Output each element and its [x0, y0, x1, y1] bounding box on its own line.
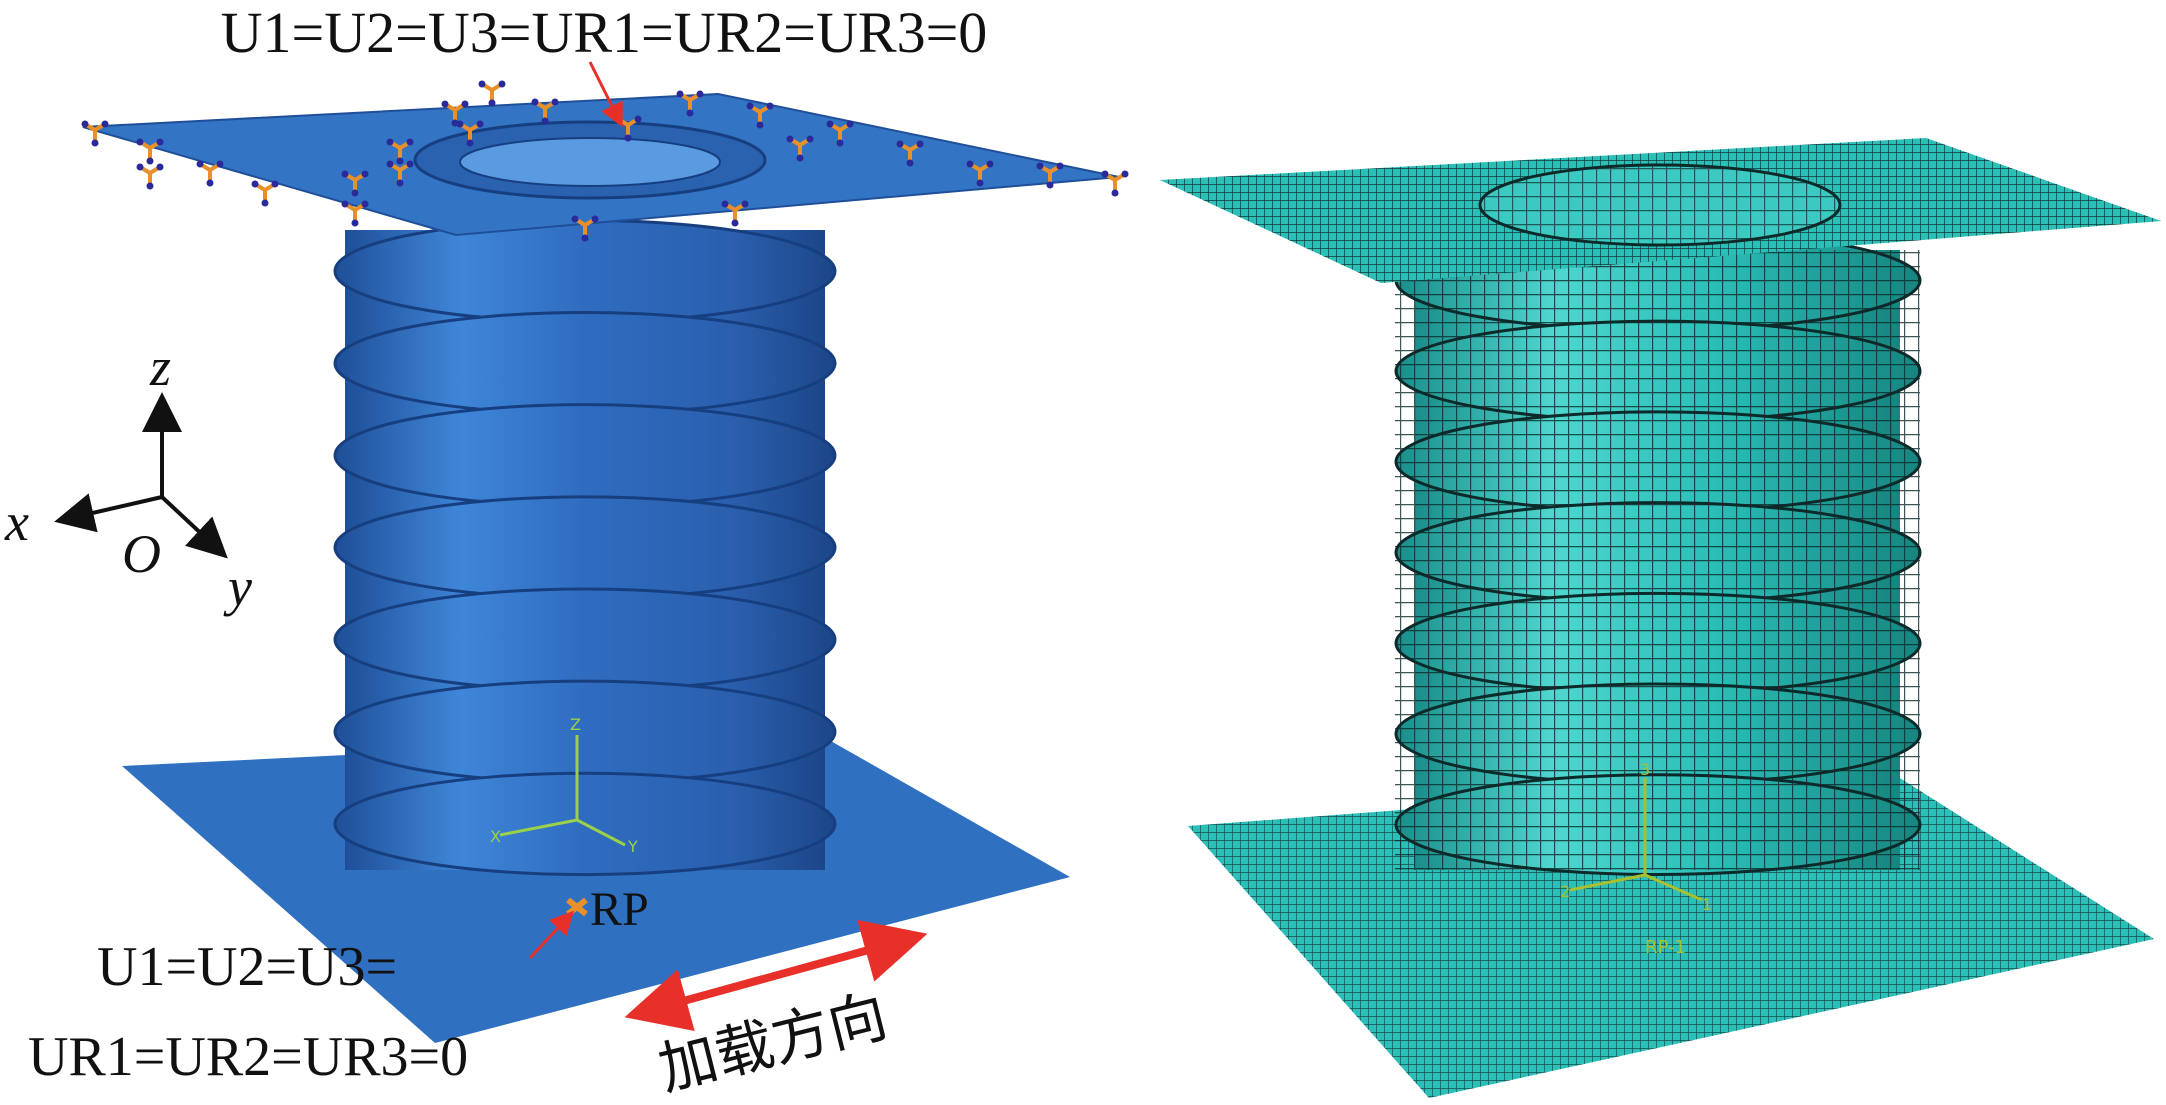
bottom-constraint-pointer — [528, 910, 575, 960]
axis-z-label: z — [149, 337, 171, 397]
axis-origin-label: O — [122, 524, 161, 584]
bellows-convolution — [333, 679, 837, 784]
mesh-model-triad — [1569, 778, 1703, 902]
loading-direction-arrow — [624, 919, 928, 1032]
bottom-constraint-line1: U1=U2=U3= — [97, 936, 397, 998]
mesh-bellows-column — [1394, 228, 1922, 877]
top-constraint-label: U1=U2=U3=UR1=UR2=UR3=0 — [221, 0, 988, 65]
left-solid-model: Z X Y — [81, 80, 1129, 1043]
bellows-convolution — [333, 403, 837, 508]
fixed-constraint-icon — [721, 200, 749, 227]
fixed-constraint-icon — [386, 160, 414, 187]
triad-y-label: Y — [627, 837, 638, 856]
axis-y-label: y — [223, 557, 252, 617]
bellows-column — [333, 218, 837, 877]
mesh-triad-y-label: 1 — [1702, 895, 1712, 914]
fixed-constraint-icon — [571, 215, 599, 242]
fixed-constraint-icon — [786, 135, 814, 162]
fixed-constraint-icon — [341, 200, 369, 227]
triad-x-label: X — [490, 827, 501, 846]
fixed-constraint-icon — [746, 102, 774, 129]
reference-point-label: RP — [590, 883, 649, 936]
bottom-constraint-line2: UR1=UR2=UR3=0 — [28, 1026, 468, 1088]
fixed-constraint-icon — [478, 80, 506, 107]
model-triad-left — [499, 735, 626, 847]
bellows-convolution — [333, 311, 837, 416]
fixed-constraint-icon — [441, 100, 469, 127]
right-mesh-model: 3 2 1 RP-1 — [1160, 138, 2161, 1098]
fixed-constraint-icon — [966, 160, 994, 187]
mesh-triad-z-label: 3 — [1640, 760, 1650, 779]
boundary-condition-symbols — [81, 80, 1129, 242]
fixed-constraint-icon — [341, 170, 369, 197]
global-coordinate-axes — [54, 392, 228, 559]
fixed-constraint-icon — [136, 163, 164, 190]
fixed-constraint-icon — [81, 120, 109, 147]
axis-x-label: x — [4, 492, 29, 552]
triad-z-label: Z — [570, 715, 581, 734]
bellows-convolution — [333, 587, 837, 692]
bellows-convolution — [333, 495, 837, 600]
top-constraint-pointer — [588, 61, 623, 128]
fixed-constraint-icon — [386, 138, 414, 165]
mesh-triad-x-label: 2 — [1560, 882, 1570, 901]
fixed-constraint-icon — [136, 138, 164, 165]
fixed-constraint-icon — [196, 160, 224, 187]
fixed-constraint-icon — [456, 120, 484, 147]
fixed-constraint-icon — [896, 140, 924, 167]
fixed-constraint-icon — [531, 98, 559, 125]
fixed-constraint-icon — [826, 120, 854, 147]
fixed-constraint-icon — [251, 180, 279, 207]
fixed-constraint-icon — [676, 90, 704, 117]
mesh-reference-point-label: RP-1 — [1645, 937, 1686, 958]
fixed-constraint-icon — [1101, 170, 1129, 197]
fixed-constraint-icon — [1036, 162, 1064, 189]
